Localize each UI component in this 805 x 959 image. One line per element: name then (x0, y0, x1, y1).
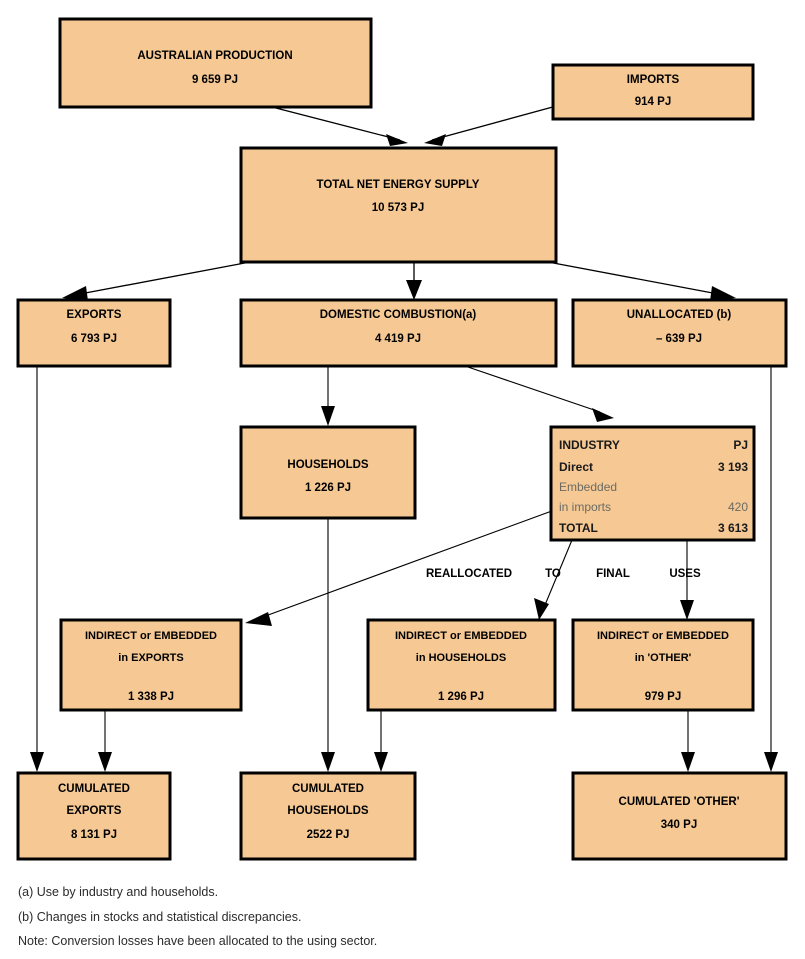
edge-production-to-supply (271, 106, 408, 146)
imports-value: 914 PJ (635, 96, 671, 108)
edge-industry-to-indirect-other (680, 540, 694, 620)
caption-reallocated: REALLOCATED (426, 568, 512, 580)
unallocated-label: UNALLOCATED (b) (627, 309, 732, 321)
edge-domestic-combustion-to-industry (464, 365, 614, 422)
cumulated-exports-value: 8 131 PJ (71, 829, 117, 841)
indirect-exports-line2: in EXPORTS (118, 652, 183, 664)
edge-exports-to-cumulated-exports (30, 366, 44, 772)
caption-uses: USES (669, 568, 701, 580)
edge-indirect-other-to-cumulated-other (681, 710, 695, 772)
edge-industry-to-indirect-households (534, 539, 573, 620)
indirect-exports-line1: INDIRECT or EMBEDDED (85, 630, 217, 642)
node-indirect-embedded-households[interactable]: INDIRECT or EMBEDDED in HOUSEHOLDS 1 296… (366, 618, 557, 712)
indirect-other-line2: in 'OTHER' (635, 652, 692, 664)
indirect-households-value: 1 296 PJ (438, 691, 484, 703)
exports-value: 6 793 PJ (71, 333, 117, 345)
footnote-a: (a) Use by industry and households. (18, 885, 218, 899)
imports-label: IMPORTS (627, 74, 680, 86)
indirect-households-line2: in HOUSEHOLDS (416, 652, 506, 664)
caption-to: TO (545, 568, 561, 580)
industry-row-direct-value: 3 193 (718, 460, 748, 474)
industry-header-unit: PJ (733, 438, 748, 452)
unallocated-value: – 639 PJ (656, 333, 702, 345)
node-cumulated-exports[interactable]: CUMULATED EXPORTS 8 131 PJ (16, 771, 172, 861)
edge-households-to-cumulated-households (321, 518, 335, 772)
households-value: 1 226 PJ (305, 482, 351, 494)
domestic-combustion-value: 4 419 PJ (375, 333, 421, 345)
edge-indirect-households-to-cumulated-households (374, 710, 388, 772)
node-cumulated-other[interactable]: CUMULATED 'OTHER' 340 PJ (571, 771, 788, 861)
node-households[interactable]: HOUSEHOLDS 1 226 PJ (239, 425, 417, 520)
industry-row-embedded-label: Embedded (559, 480, 617, 494)
industry-row-direct-label: Direct (559, 460, 593, 474)
reallocated-to-final-uses-caption: REALLOCATED TO FINAL USES (426, 568, 701, 580)
industry-row-in-imports-label: in imports (559, 500, 611, 514)
cumulated-households-line1: CUMULATED (292, 783, 364, 795)
edge-supply-to-exports (62, 261, 251, 301)
australian-production-value: 9 659 PJ (192, 74, 238, 86)
cumulated-households-value: 2522 PJ (307, 829, 350, 841)
industry-row-total-label: TOTAL (559, 521, 598, 535)
edge-industry-to-indirect-exports (245, 507, 561, 626)
australian-production-label: AUSTRALIAN PRODUCTION (137, 50, 292, 62)
caption-final: FINAL (596, 568, 630, 580)
node-total-net-energy-supply[interactable]: TOTAL NET ENERGY SUPPLY 10 573 PJ (239, 146, 558, 264)
node-australian-production[interactable]: AUSTRALIAN PRODUCTION 9 659 PJ (58, 17, 373, 109)
cumulated-other-value: 340 PJ (661, 819, 697, 831)
indirect-exports-value: 1 338 PJ (128, 691, 174, 703)
edge-unallocated-to-cumulated-other (764, 366, 778, 772)
node-indirect-embedded-exports[interactable]: INDIRECT or EMBEDDED in EXPORTS 1 338 PJ (59, 618, 243, 712)
total-net-energy-supply-value: 10 573 PJ (372, 202, 424, 214)
node-cumulated-households[interactable]: CUMULATED HOUSEHOLDS 2522 PJ (239, 771, 417, 861)
total-net-energy-supply-label: TOTAL NET ENERGY SUPPLY (317, 179, 480, 191)
node-industry[interactable]: INDUSTRY PJ Direct 3 193 Embedded in imp… (549, 425, 756, 542)
footnote-note: Note: Conversion losses have been alloca… (18, 934, 377, 948)
edge-indirect-exports-to-cumulated-exports (98, 710, 112, 772)
cumulated-exports-line2: EXPORTS (67, 805, 122, 817)
industry-row-in-imports-value: 420 (728, 500, 748, 514)
edge-imports-to-supply (424, 104, 561, 146)
indirect-other-value: 979 PJ (645, 691, 681, 703)
node-indirect-embedded-other[interactable]: INDIRECT or EMBEDDED in 'OTHER' 979 PJ (571, 618, 755, 712)
indirect-households-line1: INDIRECT or EMBEDDED (395, 630, 527, 642)
industry-header-label: INDUSTRY (559, 438, 620, 452)
node-unallocated[interactable]: UNALLOCATED (b) – 639 PJ (571, 298, 788, 368)
cumulated-households-line2: HOUSEHOLDS (287, 805, 368, 817)
indirect-other-line1: INDIRECT or EMBEDDED (597, 630, 729, 642)
node-domestic-combustion[interactable]: DOMESTIC COMBUSTION(a) 4 419 PJ (239, 298, 558, 368)
node-imports[interactable]: IMPORTS 914 PJ (551, 63, 755, 121)
edge-domestic-combustion-to-households (321, 366, 335, 426)
households-label: HOUSEHOLDS (287, 459, 368, 471)
cumulated-other-line1: CUMULATED 'OTHER' (619, 796, 740, 808)
exports-label: EXPORTS (67, 309, 122, 321)
footnote-b: (b) Changes in stocks and statistical di… (18, 910, 301, 924)
edge-supply-to-unallocated (547, 261, 736, 301)
domestic-combustion-label: DOMESTIC COMBUSTION(a) (320, 309, 477, 321)
cumulated-exports-line1: CUMULATED (58, 783, 130, 795)
footnotes: (a) Use by industry and households. (b) … (18, 885, 377, 948)
edge-supply-to-domestic-combustion (406, 262, 422, 300)
node-exports[interactable]: EXPORTS 6 793 PJ (16, 298, 172, 368)
industry-row-total-value: 3 613 (718, 521, 748, 535)
